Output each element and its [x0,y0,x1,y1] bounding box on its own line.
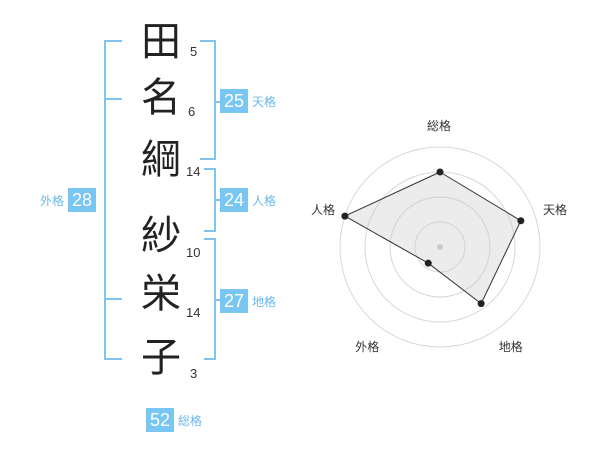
tenkaku-label: 天格 [252,94,277,109]
radar-axis-label-3: 地格 [498,339,523,354]
gaikaku-bracket [104,40,122,360]
tenkaku-badge: 25 天格 [220,89,276,113]
jinkaku-label: 人格 [252,193,277,208]
radar-axis-label-2: 天格 [543,203,568,218]
name-char-4: 紗 [141,213,181,259]
chikaku-tick [214,299,220,301]
jinkaku-tick [214,199,220,201]
jinkaku-badge: 24 人格 [220,188,276,212]
stroke-count-4: 10 [186,245,201,260]
radar-ring-2 [389,196,491,298]
name-char-1: 田 [141,19,181,65]
chikaku-badge: 27 地格 [220,289,276,313]
radar-point-4 [424,259,432,267]
radar-polygon [343,171,522,305]
tenkaku-tick [214,101,220,103]
name-char-6: 子 [141,335,181,381]
stroke-count-6: 3 [190,366,198,381]
stroke-count-3: 14 [186,164,201,179]
radar-center [437,244,443,250]
gaikaku-tick-bottom [104,298,122,300]
soukaku-value: 52 [146,408,174,432]
name-char-5: 栄 [141,271,181,317]
stroke-count-1: 5 [190,44,198,59]
chikaku-label: 地格 [252,294,277,309]
radar-point-5 [341,212,349,220]
radar-point-3 [477,300,485,308]
name-char-2: 名 [141,75,181,121]
radar-ring-4 [339,146,541,348]
soukaku-label: 総格 [178,413,203,428]
radar-axis-label-1: 総格 [427,119,452,133]
radar-point-2 [517,217,525,225]
soukaku-badge: 52 総格 [146,408,202,432]
gaikaku-label: 外格 [40,193,65,208]
radar-point-1 [436,168,444,176]
tenkaku-value: 25 [220,89,248,113]
tenkaku-bracket [200,40,216,160]
name-char-3: 綱 [141,137,181,183]
jinkaku-value: 24 [220,188,248,212]
stroke-count-5: 14 [186,305,201,320]
gaikaku-badge: 外格 28 [40,188,97,212]
radar-axis-label-5: 人格 [310,203,335,218]
radar-axis-label-4: 外格 [355,339,380,354]
gaikaku-tick-top [104,98,122,100]
stroke-count-2: 6 [188,104,196,119]
chikaku-value: 27 [220,289,248,313]
gaikaku-value: 28 [68,188,97,212]
